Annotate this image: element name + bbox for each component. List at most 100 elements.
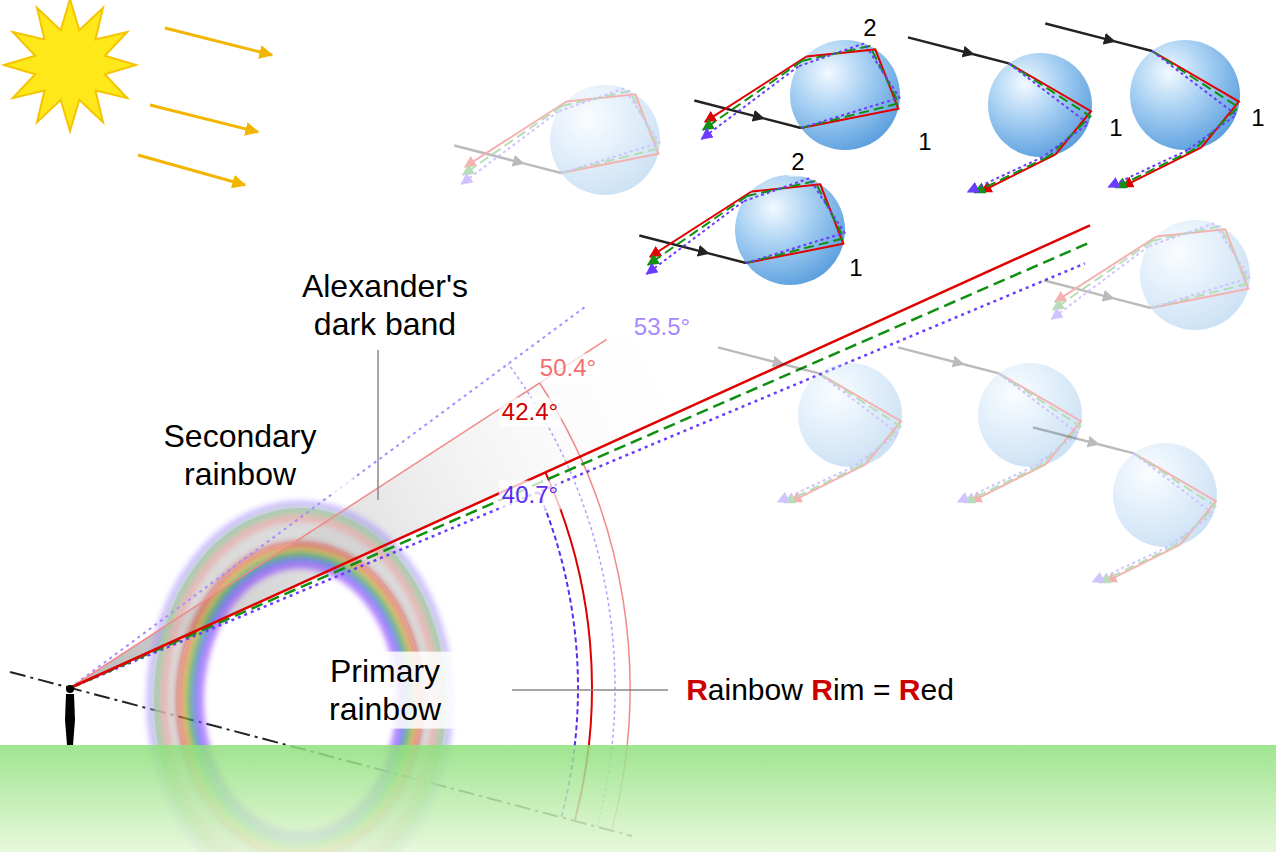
internal-ray: [1134, 453, 1214, 547]
raindrop: [798, 363, 902, 467]
sunlight-ray: [974, 54, 1009, 63]
leader-line: [512, 689, 668, 691]
sun-ray: [150, 105, 258, 132]
exit-ray: [648, 196, 747, 265]
letter: i: [833, 673, 840, 706]
ground: [0, 745, 1276, 852]
exit-ray: [465, 102, 567, 167]
reflection-number: 1: [1248, 104, 1267, 133]
raindrop-group: [718, 347, 902, 502]
raindrop-group: [1033, 427, 1217, 582]
exit-ray: [778, 467, 853, 502]
angle-label: 40.7°: [499, 481, 561, 510]
rainbow-label: Primary rainbow: [272, 652, 498, 729]
sunlight-ray: [898, 347, 964, 364]
internal-ray: [801, 46, 899, 128]
angle-label: 50.4°: [537, 354, 599, 383]
exit-ray: [1053, 241, 1152, 310]
letter: R: [686, 673, 708, 706]
reflection-number: 1: [1106, 114, 1125, 143]
letter: [803, 673, 811, 706]
internal-ray: [1152, 51, 1236, 150]
internal-ray: [743, 178, 844, 263]
exit-ray: [1116, 149, 1195, 188]
sunlight-ray: [718, 347, 784, 364]
primary-green-ray: [70, 244, 1087, 688]
sunlight-ray: [1114, 298, 1151, 308]
exit-ray: [975, 156, 1050, 193]
sunlight-ray: [1044, 281, 1113, 299]
reflection-number: 2: [788, 148, 807, 177]
sunlight-ray: [1033, 427, 1099, 444]
sunlight-ray: [964, 364, 999, 373]
internal-ray: [1152, 51, 1238, 149]
exit-ray: [1055, 237, 1157, 302]
exit-ray: [971, 464, 1046, 501]
exit-ray: [647, 201, 744, 274]
internal-ray: [1152, 51, 1239, 147]
letter: o: [765, 673, 782, 706]
ray-layer: [65, 24, 1250, 746]
background-layer: [4, 0, 708, 836]
angle-label: 42.4°: [499, 398, 561, 427]
exit-ray: [650, 192, 752, 257]
raindrop-group: [694, 40, 900, 150]
sunlight-ray: [1099, 444, 1134, 453]
rainbow-label: Secondary rainbow: [127, 417, 353, 494]
internal-ray: [1009, 63, 1089, 157]
exit-ray: [1100, 546, 1175, 583]
letter: =: [873, 673, 891, 706]
letter: d: [937, 673, 954, 706]
internal-ray: [561, 91, 659, 173]
internal-ray: [999, 373, 1081, 466]
secondary-violet-ray: [70, 307, 585, 688]
raindrop-group: [1045, 24, 1240, 188]
exit-ray: [461, 111, 558, 184]
sunlight-ray: [784, 364, 819, 373]
exit-ray: [702, 66, 799, 139]
sunlight-ray: [709, 253, 746, 263]
letter: [890, 673, 898, 706]
raindrop-group: [898, 347, 1082, 502]
exit-ray: [1109, 150, 1188, 187]
raindrop: [978, 363, 1082, 467]
sunlight-ray: [694, 101, 763, 119]
letter: R: [899, 673, 921, 706]
letter: m: [840, 673, 865, 706]
mnemonic-label: Rainbow Rim = Red: [683, 672, 957, 708]
letter: e: [920, 673, 937, 706]
sunlight-ray: [908, 37, 974, 54]
raindrop-group: [908, 37, 1092, 192]
letter: n: [731, 673, 748, 706]
primary-red-ray: [70, 225, 1090, 688]
secondary-red-ray: [70, 339, 607, 688]
letter: R: [811, 673, 833, 706]
observer-body: [65, 694, 75, 745]
exit-ray: [1106, 544, 1181, 581]
sunlight-ray: [639, 236, 708, 254]
internal-ray: [819, 373, 901, 466]
letter: [865, 673, 873, 706]
reflection-number: 2: [860, 14, 879, 43]
letter: b: [748, 673, 765, 706]
leader-line: [377, 350, 379, 500]
sunlight-ray: [1045, 24, 1114, 42]
sunlight-ray: [1115, 41, 1152, 51]
raindrop: [988, 53, 1092, 157]
primary-violet-ray: [70, 264, 1085, 689]
exit-ray: [968, 157, 1043, 192]
letter: w: [781, 673, 803, 706]
internal-ray: [1009, 63, 1091, 156]
exit-ray: [703, 61, 802, 130]
exit-ray: [1052, 246, 1149, 319]
exit-ray: [705, 57, 807, 122]
letter: i: [725, 673, 732, 706]
internal-ray: [558, 88, 659, 173]
exit-ray: [965, 466, 1040, 503]
internal-ray: [798, 43, 899, 128]
exit-ray: [791, 464, 866, 501]
exit-ray: [463, 106, 562, 175]
sunlight-ray: [764, 118, 801, 128]
